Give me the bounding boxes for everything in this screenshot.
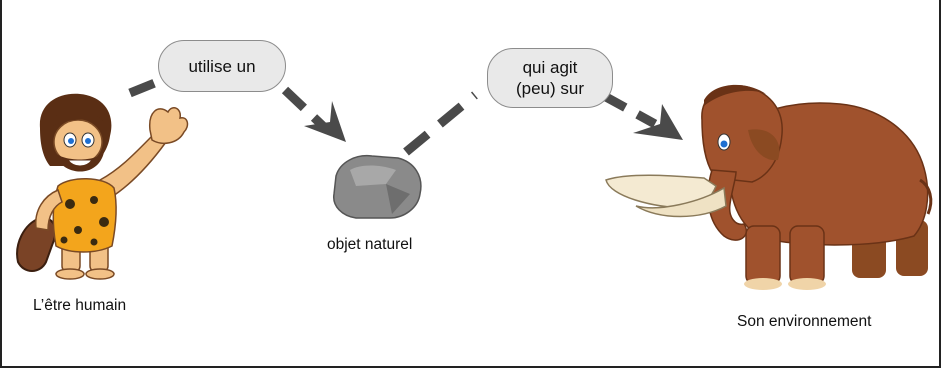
rock-icon xyxy=(333,154,422,219)
relation-bubble-uses: utilise un xyxy=(158,40,286,92)
relation-bubble-acts-on: qui agit (peu) sur xyxy=(487,48,613,108)
arrow-line xyxy=(603,93,658,128)
arrow-to-rock xyxy=(281,86,346,142)
environment-label: Son environnement xyxy=(737,313,872,330)
connector-rock-to-bubble xyxy=(403,91,478,156)
mammoth-icon xyxy=(605,84,933,290)
arrow-line xyxy=(281,86,328,131)
arrowhead-icon xyxy=(633,104,683,140)
caveman-icon xyxy=(16,93,189,280)
connector-line xyxy=(403,91,478,156)
arrow-to-mammoth xyxy=(603,93,683,140)
connector-human-to-tool xyxy=(128,71,174,98)
arrowhead-icon xyxy=(304,101,346,142)
connector-dash-1 xyxy=(128,71,174,98)
relation-label-uses: utilise un xyxy=(188,56,256,76)
human-label: L’être humain xyxy=(33,297,127,314)
relation-label-acts-on: qui agit (peu) sur xyxy=(515,58,585,98)
object-label: objet naturel xyxy=(327,236,413,253)
